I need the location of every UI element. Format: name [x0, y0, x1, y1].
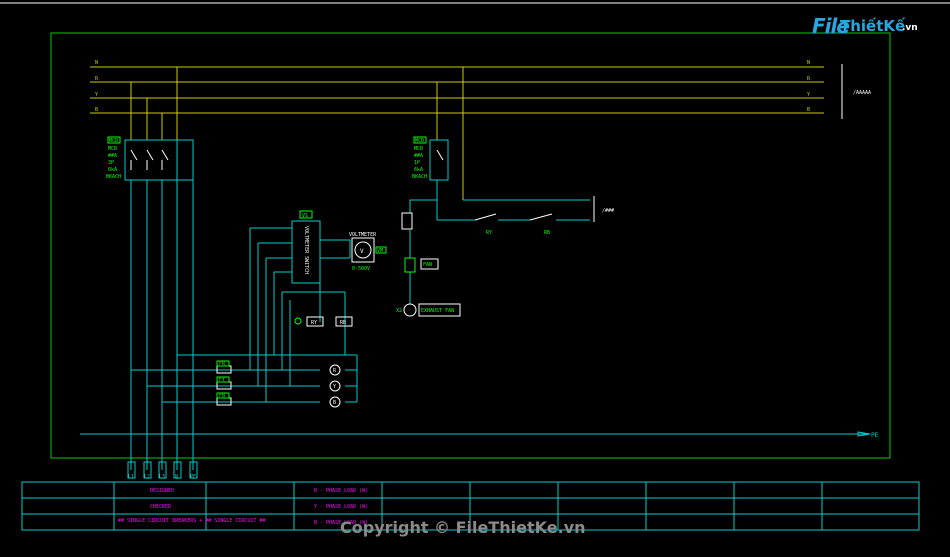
busbar-group: N R Y B N R Y B /AAAAA: [90, 60, 871, 119]
title-block: DESIGNED CHECKED ## SINGLE CIRCUIT BREAK…: [21, 481, 920, 531]
busbar-taps: [130, 67, 464, 200]
busbar-label-y-right: Y: [807, 92, 810, 98]
logo-name: ThiếtKế: [840, 17, 906, 35]
voltmeter-tag: VM: [377, 248, 383, 254]
fuse-label-r: FR: [219, 361, 226, 367]
voltmeter-switch: VS VOLTMETER SWITCH: [291, 210, 321, 284]
busbar-label-b-left: B: [95, 107, 98, 113]
breaker-right: MCB MCB ##A 1P 6kA BKACH: [412, 136, 449, 181]
table-r-load: R - PHASE LOAD (W): [314, 488, 368, 494]
right-circuit-end: /###: [602, 208, 614, 214]
table-checked: CHECKED: [150, 504, 171, 510]
selector-text: VOLTMETER SWITCH: [303, 226, 309, 274]
breaker-left-line3: 3P: [108, 160, 114, 166]
logo-tld: .vn: [902, 23, 918, 33]
busbar-label-b-right: B: [807, 107, 810, 113]
breaker-right-line5: BKACH: [412, 174, 427, 180]
fan-switch: [401, 212, 413, 230]
busbar-label-r-right: R: [807, 76, 811, 82]
terminal-l3: L3: [159, 474, 165, 480]
fan: FAN: [404, 257, 439, 273]
breaker-left: MCB MCB ##A 3P 6kA BKACH: [106, 136, 194, 181]
pe-arrow: [857, 431, 871, 437]
filethietke-logo: File ThiếtKế .vn: [812, 12, 918, 40]
table-designed: DESIGNED: [150, 488, 174, 494]
breaker-left-line2: ##A: [108, 153, 117, 159]
lamp-y: Y: [333, 384, 336, 390]
voltmeter: V VOLTMETER 0-500V VM: [349, 232, 387, 272]
feeder-lines: [130, 140, 194, 470]
right-circuit-wiring: [409, 180, 590, 304]
selector-tag: VS: [302, 213, 308, 219]
exhaust-fan-prefix: X2: [396, 308, 402, 314]
right-circuit-contacts: [474, 196, 595, 222]
indicator-ry: RY: [311, 320, 317, 326]
terminal-pe: PE: [190, 474, 196, 480]
fuse-label-y: FY: [219, 377, 225, 383]
table-y-load: Y - PHASE LOAD (W): [314, 504, 368, 510]
table-note: ## SINGLE CIRCUIT BREAKERS + ## SINGLE C…: [118, 518, 266, 524]
fuse-label-b: FB: [219, 393, 225, 399]
breaker-right-tag: MCB: [415, 138, 424, 144]
metering-branches: [131, 354, 358, 403]
pe-label: PE: [871, 432, 879, 439]
breaker-right-line2: ##A: [414, 153, 423, 159]
terminal-group: L1 L2 L3 N PE: [127, 461, 198, 480]
table-b-load: B - PHASE LOAD (W): [314, 520, 368, 526]
terminal-l2: L2: [144, 474, 150, 480]
indicator-group: RY RB: [281, 283, 353, 386]
selector-wiring: [249, 227, 351, 402]
breaker-left-line1: MCB: [108, 146, 117, 152]
breaker-right-line4: 6kA: [414, 167, 423, 173]
busbar-ref-label: /AAAAA: [853, 90, 871, 96]
lamp-r: R: [333, 368, 337, 374]
breaker-right-line1: MCB: [414, 146, 423, 152]
voltmeter-range: 0-500V: [352, 266, 370, 272]
breaker-left-line4: 6kA: [108, 167, 117, 173]
fan-label: FAN: [423, 262, 432, 268]
lamp-group: R Y B: [329, 364, 341, 408]
right-contact-rb: RB: [544, 230, 550, 236]
breaker-left-line5: BKACH: [106, 174, 121, 180]
copyright-watermark: Copyright © FileThietKe.vn: [340, 518, 586, 537]
terminal-n: N: [175, 474, 178, 480]
busbar-label-n-right: N: [807, 60, 810, 66]
voltmeter-symbol: V: [360, 248, 364, 255]
lamp-b: B: [333, 400, 336, 406]
voltmeter-label: VOLTMETER: [349, 232, 377, 238]
indicator-rb: RB: [340, 320, 346, 326]
breaker-left-tag: MCB: [109, 138, 118, 144]
busbar-label-r-left: R: [95, 76, 99, 82]
drawing-border: [50, 32, 891, 459]
breaker-right-line3: 1P: [414, 160, 420, 166]
exhaust-fan-label: EXHAUST FAN: [421, 308, 454, 314]
fuse-group: FR FY FB: [216, 360, 232, 406]
logo-mark: File: [812, 14, 850, 38]
terminal-l1: L1: [128, 474, 134, 480]
right-contact-ry: RY: [486, 230, 492, 236]
busbar-label-n-left: N: [95, 60, 98, 66]
exhaust-fan: X2 EXHAUST FAN: [396, 303, 461, 317]
busbar-label-y-left: Y: [95, 92, 98, 98]
